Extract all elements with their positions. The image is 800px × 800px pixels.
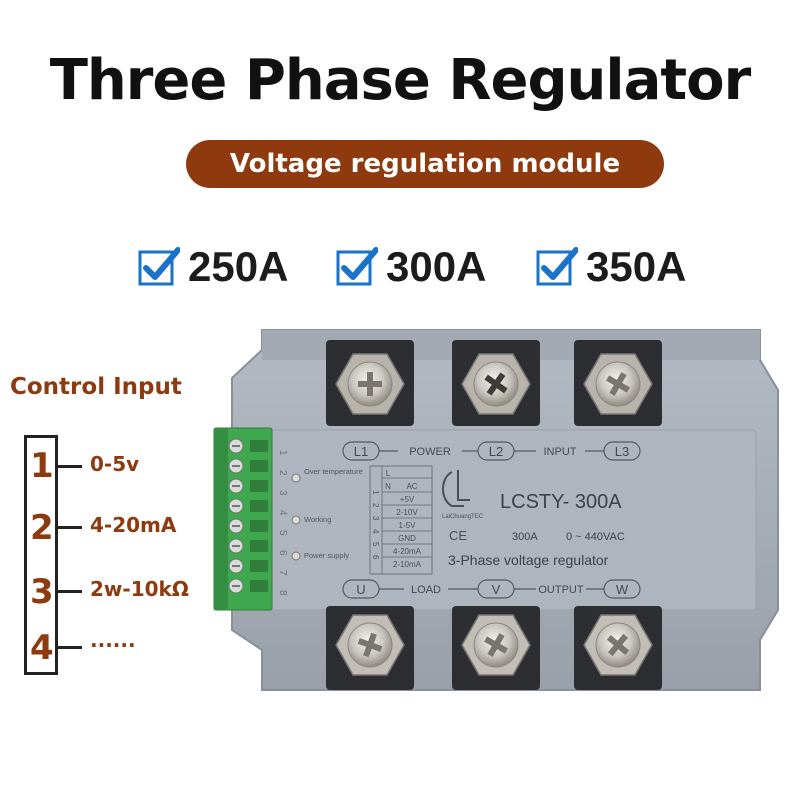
pin-signal: 2-10V [396,508,418,517]
terminal-L1: L1 [354,444,368,459]
pin-signal: AC [406,482,417,491]
subtitle-badge: Voltage regulation module [186,140,664,188]
ce-mark: CE [449,528,467,543]
rating-label: 250A [188,243,289,290]
regulator-device: L1 L2 L3 POWER INPUT U V W LOAD OUTPUT [213,329,779,691]
screw-icon [335,614,405,676]
terminal-number: 5 [277,530,288,536]
checkbox-checked-icon [536,247,578,286]
power-label: POWER [409,446,451,458]
control-option-label: 0-5v [90,452,140,476]
control-option-label: 4-20mA [90,513,177,537]
control-input-title: Control Input [10,374,182,400]
load-label: LOAD [411,584,441,596]
pin-number: 6 [371,555,380,560]
control-input-bracket [24,435,58,675]
page-title: Three Phase Regulator [49,48,752,113]
green-terminal-block [213,427,273,611]
indicator-label: Working [304,515,331,524]
pin-signal: GND [398,534,416,543]
rating-300: 300A [336,243,487,290]
pin-signal: 4-20mA [393,547,422,556]
connector-tick [58,526,82,529]
rating-label: 350A [586,243,687,290]
model-name: LCSTY- 300A [500,491,622,513]
indicator-label: Power supply [304,551,349,560]
input-label: INPUT [544,446,577,458]
terminal-U: U [356,582,365,597]
screw-icon [461,353,531,415]
rating-label: 300A [386,243,487,290]
led-working [291,515,301,525]
checkbox-checked-icon [336,247,378,286]
screw-icon [583,614,653,676]
spec-voltage: 0 ~ 440VAC [566,531,625,543]
led-power-supply [291,551,301,561]
spec-current: 300A [512,531,538,543]
terminal-L3: L3 [615,444,629,459]
brand-logo [442,470,470,507]
terminal-V: V [492,582,501,597]
pin-number: 3 [371,516,380,521]
device-description: 3-Phase voltage regulator [448,552,609,568]
connector-tick [58,465,82,468]
terminal-number: 1 [277,450,288,456]
terminal-W: W [616,582,629,597]
led-over-temperature [291,473,301,483]
control-option-label: 2w-10kΩ [90,577,189,601]
screw-icon [335,353,405,415]
terminal-L2: L2 [489,444,503,459]
connector-tick [58,590,82,593]
pin-label: L [386,469,391,478]
control-option-number: 3 [30,572,54,612]
indicator-label: Over temperature [304,467,363,476]
pin-number: 1 [371,490,380,495]
checkbox-checked-icon [138,247,180,286]
control-option-number: 1 [30,446,54,486]
terminal-number: 2 [277,470,288,476]
pin-number: 5 [371,542,380,547]
control-option-label: ...... [90,628,136,652]
pin-signal: +5V [400,495,415,504]
screw-icon [583,353,653,415]
control-option-number: 2 [30,508,54,548]
rating-250: 250A [138,243,289,290]
terminal-number: 6 [277,550,288,556]
brand-name: LaiChuangTEC [442,514,484,520]
rating-350: 350A [536,243,687,290]
connector-tick [58,646,82,649]
pin-label: N [385,482,391,491]
pin-number: 2 [371,503,380,508]
pin-number: 4 [371,529,380,534]
output-label: OUTPUT [538,584,584,596]
control-option-number: 4 [30,628,54,668]
pin-signal: 1-5V [399,521,417,530]
terminal-number: 8 [277,590,288,596]
terminal-number: 7 [277,570,288,576]
pin-signal: 2-10mA [393,560,422,569]
pin-table [369,465,433,575]
screw-icon [461,614,531,676]
terminal-number: 3 [277,490,288,496]
terminal-number: 4 [277,510,288,516]
